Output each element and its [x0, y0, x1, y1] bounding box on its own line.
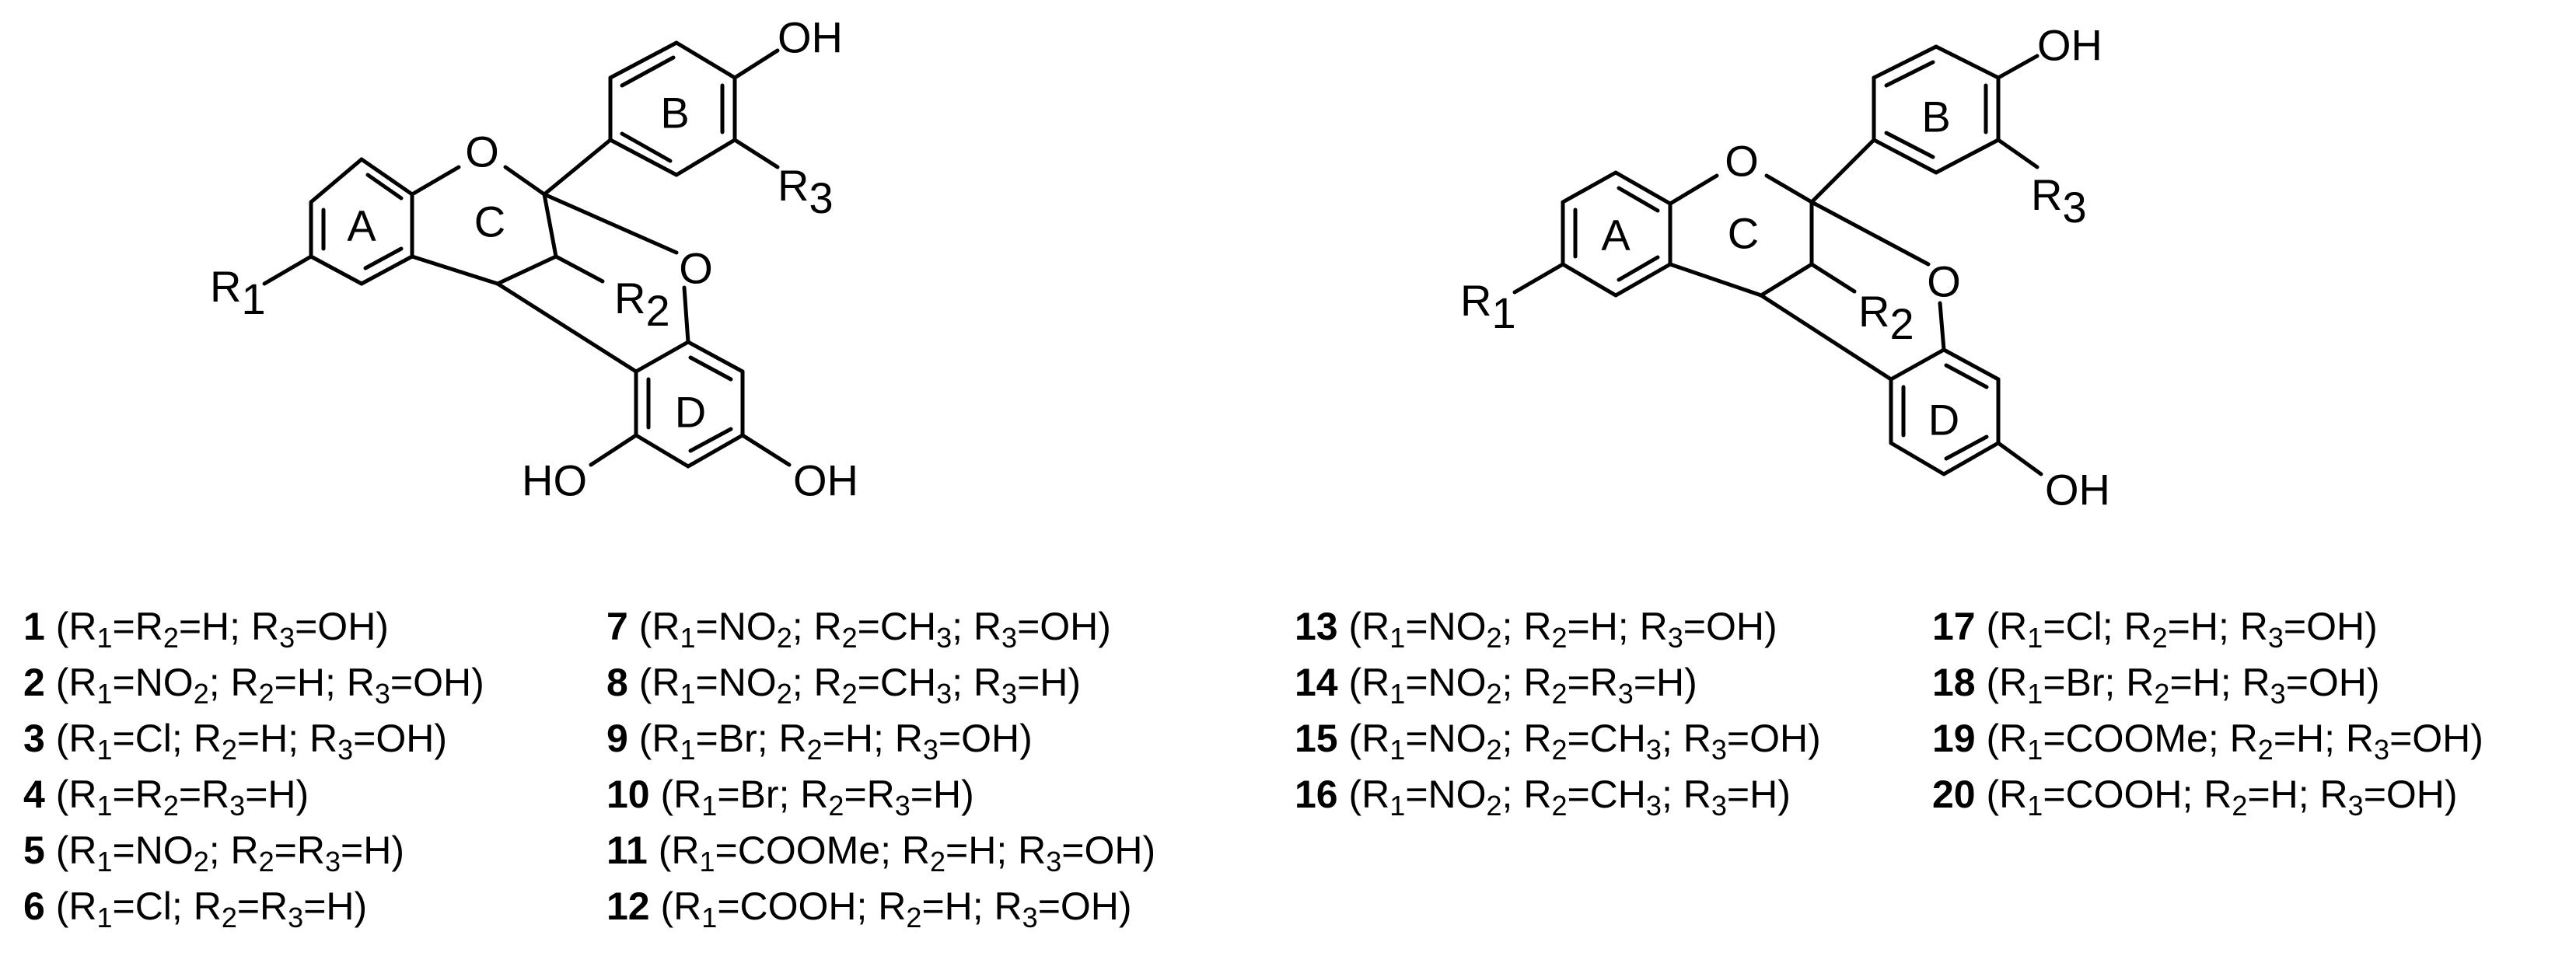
- compound-number: 14: [1295, 661, 1338, 704]
- compound-list-col-3: 13 (R1=NO2; R2=H; R3=OH) 14 (R1=NO2; R2=…: [1295, 598, 1821, 822]
- hydroxyl-b: OH: [2037, 21, 2102, 70]
- substituent-r2: R2: [1858, 287, 1914, 348]
- compound-entry: 7 (R1=NO2; R2=CH3; R3=OH): [606, 605, 1111, 654]
- compound-list-col-1: 1 (R1=R2=H; R3=OH) 2 (R1=NO2; R2=H; R3=O…: [23, 598, 484, 934]
- compound-list-col-4: 17 (R1=Cl; R2=H; R3=OH) 18 (R1=Br; R2=H;…: [1932, 598, 2483, 822]
- compound-entry: 13 (R1=NO2; R2=H; R3=OH): [1295, 605, 1777, 654]
- bridge-oxygen: O: [679, 244, 713, 293]
- compound-entry: 1 (R1=R2=H; R3=OH): [23, 605, 389, 654]
- ring-d-label: D: [675, 388, 706, 437]
- ring-c-label: C: [1728, 209, 1759, 258]
- compound-number: 8: [606, 661, 628, 704]
- hydroxyl-b: OH: [778, 13, 843, 62]
- compound-number: 19: [1932, 717, 1976, 760]
- compound-number: 17: [1932, 605, 1976, 648]
- hydroxyl-d: OH: [2045, 466, 2110, 515]
- compound-number: 1: [23, 605, 45, 648]
- compound-number: 18: [1932, 661, 1976, 704]
- compound-entry: 4 (R1=R2=R3=H): [23, 773, 309, 822]
- compound-entry: 12 (R1=COOH; R2=H; R3=OH): [606, 885, 1132, 933]
- substituent-r1: R1: [210, 262, 266, 323]
- ring-oxygen: O: [1725, 137, 1759, 186]
- ring-b-label: B: [660, 89, 689, 138]
- ring-d-label: D: [1928, 396, 1959, 445]
- ring-oxygen: O: [465, 127, 499, 176]
- compound-number: 16: [1295, 773, 1338, 816]
- compound-number: 11: [606, 829, 648, 872]
- compound-entry: 9 (R1=Br; R2=H; R3=OH): [606, 717, 1033, 766]
- structure-1-bonds: [262, 40, 792, 469]
- compound-number: 15: [1295, 717, 1338, 760]
- compound-entry: 8 (R1=NO2; R2=CH3; R3=H): [606, 661, 1082, 710]
- compound-entry: 3 (R1=Cl; R2=H; R3=OH): [23, 717, 447, 766]
- compound-entry: 20 (R1=COOH; R2=H; R3=OH): [1932, 773, 2458, 822]
- bridge-oxygen: O: [1927, 257, 1961, 306]
- substituent-r2: R2: [614, 274, 670, 335]
- compound-entry: 16 (R1=NO2; R2=CH3; R3=H): [1295, 773, 1791, 822]
- compound-entry: 11 (R1=COOMe; R2=H; R3=OH): [606, 829, 1156, 878]
- compound-number: 5: [23, 829, 45, 872]
- compound-number: 7: [606, 605, 628, 648]
- compound-number: 4: [23, 773, 45, 816]
- compound-number: 6: [23, 885, 45, 928]
- compound-number: 20: [1932, 773, 1976, 816]
- hydroxyl-d-left: HO: [522, 456, 587, 505]
- compound-number: 12: [606, 885, 650, 928]
- compound-entry: 18 (R1=Br; R2=H; R3=OH): [1932, 661, 2380, 710]
- compound-entry: 5 (R1=NO2; R2=R3=H): [23, 829, 404, 878]
- structure-2-bonds: [1512, 44, 2043, 476]
- ring-b-label: B: [1921, 92, 1950, 141]
- ring-a-label: A: [1601, 211, 1631, 260]
- compound-number: 9: [606, 717, 628, 760]
- substituent-r3: R3: [778, 161, 834, 222]
- ring-c-label: C: [474, 197, 505, 246]
- compound-entry: 10 (R1=Br; R2=R3=H): [606, 773, 974, 822]
- compound-number: 10: [606, 773, 650, 816]
- substituent-r3: R3: [2031, 170, 2087, 232]
- compound-entry: 6 (R1=Cl; R2=R3=H): [23, 885, 368, 933]
- hydroxyl-d-right: OH: [793, 456, 858, 505]
- compound-number: 13: [1295, 605, 1338, 648]
- compound-entry: 17 (R1=Cl; R2=H; R3=OH): [1932, 605, 2378, 654]
- ring-a-label: A: [347, 201, 376, 250]
- compound-entry: 19 (R1=COOMe; R2=H; R3=OH): [1932, 717, 2483, 766]
- compound-entry: 2 (R1=NO2; R2=H; R3=OH): [23, 661, 484, 710]
- compound-list-col-2: 7 (R1=NO2; R2=CH3; R3=OH) 8 (R1=NO2; R2=…: [606, 598, 1155, 934]
- compound-entry: 15 (R1=NO2; R2=CH3; R3=OH): [1295, 717, 1821, 766]
- substituent-r1: R1: [1460, 276, 1516, 337]
- compound-entry: 14 (R1=NO2; R2=R3=H): [1295, 661, 1697, 710]
- compound-number: 3: [23, 717, 45, 760]
- compound-number: 2: [23, 661, 45, 704]
